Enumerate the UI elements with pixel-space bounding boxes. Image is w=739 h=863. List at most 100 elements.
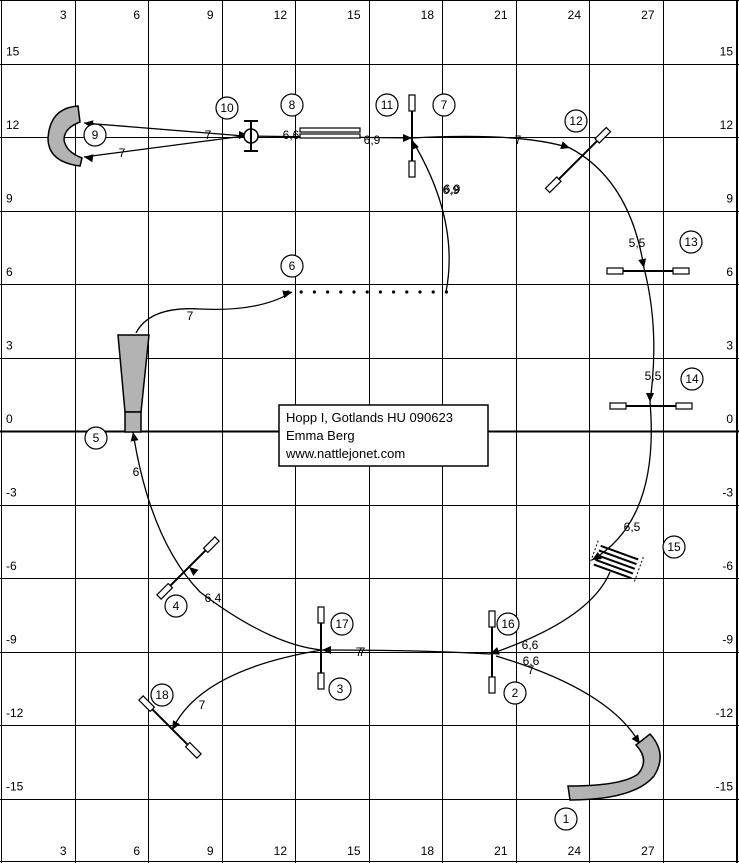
number-label: 16 (501, 617, 515, 631)
x-tick-top: 27 (641, 8, 655, 22)
distance-label: 7 (119, 146, 126, 160)
number-badge (432, 93, 456, 117)
course-info-box: Hopp I, Gotlands HU 090623 Emma Berg www… (278, 404, 489, 467)
number-label: 18 (155, 688, 169, 702)
wing-left (606, 267, 624, 275)
wing-right (594, 126, 612, 144)
number-label: 6 (289, 259, 296, 273)
x-tick-top: 24 (568, 8, 582, 22)
wing-left (138, 695, 156, 713)
number-label: 9 (92, 128, 99, 142)
number-label: 10 (220, 101, 234, 115)
distance-label: 6,6 (283, 128, 300, 142)
oxer-bar (596, 554, 636, 570)
wing-left (544, 176, 562, 194)
weave-pole (392, 290, 396, 294)
obstacle-number-3: 3 (328, 677, 352, 701)
number-badge (375, 93, 399, 117)
obstacle-number-17: 17 (330, 612, 354, 636)
oxer-frame (633, 556, 644, 584)
tunnel-chute (117, 334, 150, 413)
wing-right (202, 536, 220, 554)
obstacle-number-6: 6 (280, 254, 304, 278)
number-badge (150, 683, 174, 707)
y-tick-right: 3 (726, 339, 733, 353)
x-tick-bottom: 27 (641, 844, 655, 858)
x-tick-top: 6 (133, 8, 140, 22)
weave-pole (286, 290, 290, 294)
path-arrowhead (631, 734, 640, 744)
number-badge (662, 535, 686, 559)
wing-left (317, 606, 325, 624)
path-segment (489, 571, 611, 655)
path-segment (321, 649, 491, 655)
judge-name: Emma Berg (286, 428, 355, 443)
y-tick-left: -3 (6, 486, 17, 500)
wing-left (156, 582, 174, 600)
y-tick-left: -12 (6, 706, 24, 720)
obstacle-10-tire (243, 120, 259, 152)
obstacle-9-tunnel (47, 105, 83, 167)
wing-left (609, 402, 627, 410)
number-badge (554, 807, 578, 831)
course-title: Hopp I, Gotlands HU 090623 (286, 410, 453, 425)
number-label: 3 (337, 682, 344, 696)
number-label: 1 (563, 812, 570, 826)
number-label: 13 (684, 235, 698, 249)
obstacle-18-hurdle (138, 695, 202, 759)
wing-right (675, 402, 693, 410)
obstacle-number-18: 18 (150, 683, 174, 707)
number-label: 7 (441, 98, 448, 112)
wing-right (317, 672, 325, 690)
tunnel-barrel (124, 411, 142, 433)
x-tick-bottom: 3 (60, 844, 67, 858)
obstacle-number-14: 14 (680, 367, 704, 391)
y-tick-right: -3 (722, 486, 733, 500)
number-label: 8 (289, 98, 296, 112)
dog-path (83, 120, 655, 745)
path-segment (83, 122, 245, 137)
weave-pole (339, 290, 343, 294)
obstacle-14-hurdle (609, 402, 693, 410)
path-arrowhead (282, 290, 292, 299)
obstacle-number-4: 4 (164, 594, 188, 618)
weave-pole (378, 290, 382, 294)
path-segment (132, 431, 323, 651)
path-arrowhead (638, 258, 647, 268)
x-tick-bottom: 24 (568, 844, 582, 858)
path-segment (591, 401, 652, 561)
obstacle-12-hurdle (544, 126, 612, 194)
obstacle-number-12: 12 (564, 109, 588, 133)
path-arrowhead (189, 567, 199, 576)
y-tick-right: -9 (722, 633, 733, 647)
obstacle-number-8: 8 (280, 93, 304, 117)
long-jump-plank (299, 127, 361, 133)
x-tick-top: 21 (494, 8, 508, 22)
obstacle-number-15: 15 (662, 535, 686, 559)
path-arrowhead (411, 140, 419, 150)
weave-pole (405, 290, 409, 294)
distance-label: 6 (133, 465, 140, 479)
wing-right (672, 267, 690, 275)
path-segment (643, 267, 655, 403)
path-arrowhead (322, 646, 331, 654)
number-label: 14 (685, 372, 699, 386)
x-tick-bottom: 18 (421, 844, 435, 858)
distance-label: 5,5 (629, 236, 646, 250)
path-segment (135, 291, 293, 334)
wing-left (488, 610, 496, 628)
wing-right (408, 160, 416, 178)
number-badge (328, 677, 352, 701)
path-arrowhead (403, 134, 412, 142)
obstacle-number-16: 16 (496, 612, 520, 636)
y-tick-left: -15 (6, 780, 24, 794)
y-tick-right: 0 (726, 412, 733, 426)
oxer-bar (598, 549, 637, 566)
y-tick-left: 12 (6, 118, 20, 132)
path-arrowhead (130, 432, 139, 442)
number-badge (496, 612, 520, 636)
path-arrowhead (84, 154, 94, 163)
weave-pole (326, 290, 330, 294)
